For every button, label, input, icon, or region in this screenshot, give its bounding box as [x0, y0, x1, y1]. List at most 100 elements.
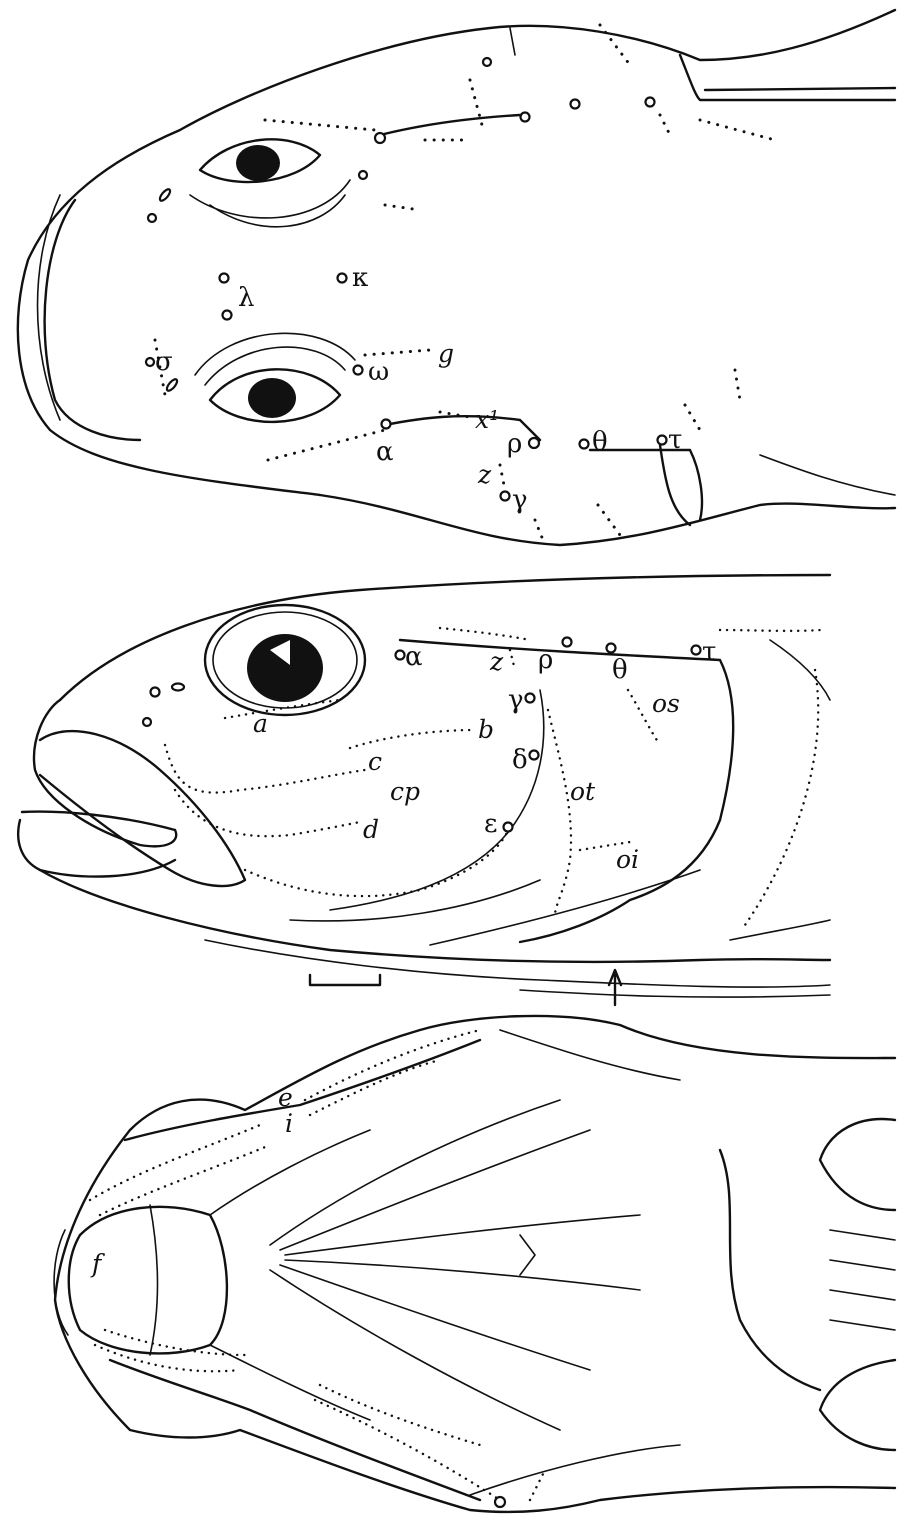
label-alpha-lat: α — [405, 642, 423, 672]
lateral-subopercle — [290, 880, 540, 921]
label-theta: θ — [592, 427, 608, 457]
label-z: z — [477, 460, 492, 489]
dorsal-pore-upper-b — [483, 58, 491, 66]
dorsal-opercle-line — [590, 450, 702, 520]
lateral-body-curve — [730, 920, 830, 940]
lateral-canal-upper-right — [720, 630, 820, 631]
lateral-nostril — [172, 684, 184, 691]
lateral-arrow — [609, 970, 621, 1005]
lateral-pore-theta — [607, 644, 616, 653]
dorsal-pore-upper-alpha — [375, 133, 385, 143]
label-c: c — [368, 747, 382, 776]
dorsal-pore-alpha — [382, 420, 391, 429]
label-omega: ω — [368, 357, 389, 387]
lateral-canal-b — [350, 730, 475, 748]
ventral-fin-lower — [820, 1360, 895, 1450]
label-gamma-lat: γ — [508, 685, 524, 715]
label-lambda: λ — [238, 283, 254, 313]
dorsal-pore-upper-d — [571, 100, 580, 109]
dorsal-pore-rho — [529, 438, 539, 448]
label-epsilon: ε — [484, 809, 497, 839]
dorsal-nape-seam — [510, 28, 515, 55]
ventral-dots-lower-3 — [320, 1385, 480, 1445]
dorsal-dots-row-11 — [500, 465, 505, 490]
lateral-canal-body — [745, 670, 818, 925]
lateral-scale-bar — [310, 975, 380, 985]
ventral-inner-upper — [210, 1130, 370, 1215]
label-i: i — [285, 1109, 293, 1138]
dorsal-dots-row-3 — [385, 205, 420, 210]
ventral-ray-3 — [285, 1215, 640, 1255]
lateral-lip-upper — [40, 731, 245, 886]
dorsal-dots-row-4 — [365, 350, 430, 355]
label-delta: δ — [512, 745, 528, 775]
ventral-ramus-lower — [110, 1360, 480, 1500]
lateral-preopercle — [330, 690, 544, 910]
lateral-eye — [205, 605, 365, 715]
label-kappa: κ — [352, 263, 368, 293]
dorsal-pore-sigma-a — [146, 358, 154, 366]
label-rho-lat: ρ — [538, 645, 553, 675]
ventral-fin-ray-2 — [830, 1260, 895, 1270]
dorsal-nape-edge — [680, 55, 895, 100]
dorsal-dots-row-15 — [735, 370, 740, 400]
lateral-canal-cp — [165, 745, 365, 793]
ventral-inner-lower — [210, 1345, 370, 1420]
lateral-pore-rho — [563, 638, 572, 647]
ventral-dots-lower-4 — [315, 1400, 500, 1500]
label-e: e — [278, 1083, 293, 1112]
ventral-head-outline — [55, 1016, 895, 1512]
lateral-ventral-line-2 — [205, 940, 830, 987]
dorsal-pore-lambda-a — [220, 274, 229, 283]
label-b: b — [478, 715, 494, 744]
ventral-fin-ray-4 — [830, 1320, 895, 1330]
lateral-canal-top — [440, 628, 530, 640]
dorsal-upper-canal — [380, 115, 520, 135]
dorsal-dots-row-10 — [700, 120, 775, 140]
label-oi: oi — [616, 845, 639, 874]
dorsal-pore-upper-a — [359, 171, 367, 179]
dorsal-dots-row-16 — [535, 520, 545, 545]
ventral-ray-1 — [270, 1100, 560, 1245]
dorsal-view: κ λ σ ω g x¹ α ρ θ τ z γ — [18, 10, 895, 545]
dorsal-body-line — [760, 455, 895, 495]
dorsal-pore-tau — [658, 436, 667, 445]
dorsal-nostril-upper — [158, 188, 172, 203]
dorsal-snout-inner — [45, 200, 140, 440]
dorsal-nostril-lower — [165, 378, 179, 393]
dorsal-pore-theta — [580, 440, 589, 449]
label-g: g — [438, 339, 454, 368]
label-tau-lat: τ — [702, 637, 716, 667]
ventral-pore-bottom — [495, 1497, 505, 1507]
lateral-canal-ot — [548, 710, 571, 915]
label-sigma: σ — [155, 347, 173, 377]
dorsal-eye-lower — [195, 333, 355, 422]
ventral-fin-upper — [820, 1119, 895, 1210]
dorsal-pore-lambda-b — [223, 311, 232, 320]
dorsal-opercle-edge — [660, 445, 690, 525]
dorsal-dots-row-14 — [685, 405, 700, 430]
dorsal-dots-row-12 — [598, 505, 620, 535]
label-f: f — [90, 1249, 105, 1278]
dorsal-pore-upper-c — [521, 113, 530, 122]
dorsal-dots-row-8 — [600, 25, 630, 65]
ventral-ray-5 — [280, 1265, 590, 1370]
dorsal-dots-row-1 — [265, 120, 375, 130]
lateral-pore-nostril-b — [143, 718, 151, 726]
lateral-view: α z ρ θ τ γ os a b c cp d δ ε ot oi — [18, 575, 830, 1005]
dorsal-eye-upper — [190, 139, 350, 226]
dorsal-dots-row-9 — [660, 115, 670, 135]
lateral-ventral-line-3 — [520, 990, 830, 997]
ventral-jaw-seam — [150, 1205, 158, 1355]
lateral-pore-gamma — [526, 694, 535, 703]
label-os: os — [652, 689, 680, 718]
label-a: a — [253, 709, 268, 738]
lateral-pore-tau — [692, 646, 701, 655]
lateral-pore-delta — [530, 751, 539, 760]
ventral-ray-6 — [270, 1270, 560, 1430]
lateral-pore-alpha — [396, 651, 405, 660]
label-ot: ot — [570, 777, 596, 806]
label-cp: cp — [390, 777, 420, 806]
